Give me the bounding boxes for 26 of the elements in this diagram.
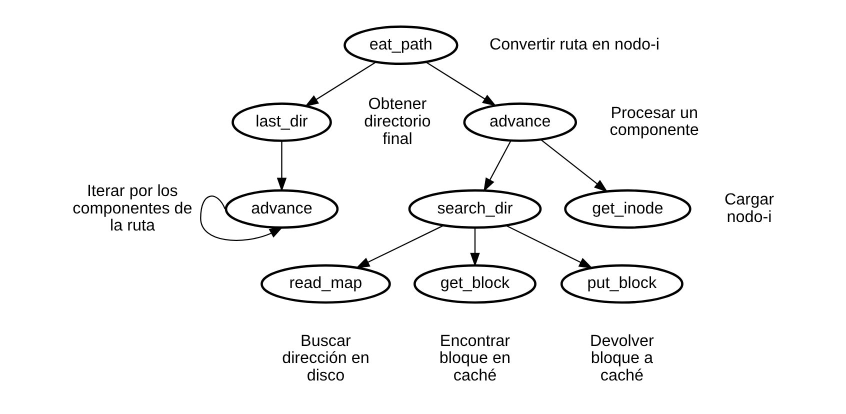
node-ellipse: last_dir	[231, 102, 332, 142]
arrow	[470, 228, 480, 267]
arrow	[505, 225, 592, 268]
node-ellipse: read_map	[260, 264, 390, 304]
node-label: Cargar nodo-i	[724, 190, 774, 226]
node-label: Devolver bloque a caché	[590, 332, 654, 385]
node-label: Convertir ruta en nodo-i	[488, 36, 660, 54]
node-ellipse: advance	[462, 102, 577, 142]
node-ellipse: advance	[224, 189, 338, 229]
node-label: Buscar dirección en disco	[282, 332, 369, 385]
arrow	[483, 140, 511, 192]
node-ellipse: get_inode	[564, 189, 691, 229]
node-ellipse: get_block	[413, 264, 536, 304]
arrow	[276, 141, 286, 192]
arrow	[304, 62, 376, 107]
arrow	[355, 225, 444, 268]
node-label: Iterar por los componentes de la ruta	[72, 182, 192, 235]
node-label: Procesar un componente	[609, 104, 698, 140]
arrow	[540, 140, 608, 192]
arrow	[200, 196, 283, 241]
node-label: Obtener directorio final	[364, 95, 430, 148]
node-ellipse: search_dir	[408, 189, 542, 229]
node-ellipse: eat_path	[343, 26, 458, 65]
node-label: Encontrar bloque en caché	[438, 332, 510, 385]
arrow	[425, 62, 496, 106]
node-ellipse: put_block	[560, 264, 683, 304]
